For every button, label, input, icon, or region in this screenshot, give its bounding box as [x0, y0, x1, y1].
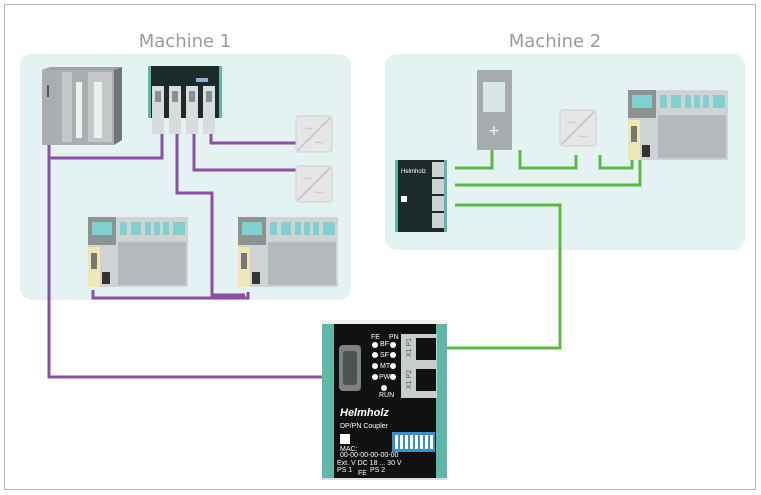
- io-station-icon: [628, 90, 728, 160]
- coupler-model: DP/PN Coupler: [340, 423, 389, 430]
- profinet-switch-icon: Helmholz: [395, 160, 447, 232]
- profibus-repeater-icon: [148, 66, 222, 134]
- port-x1p1[interactable]: X1 P1: [406, 338, 413, 357]
- profibus-cables: [47, 133, 337, 379]
- svg-text:+: +: [488, 123, 500, 139]
- port-x1p2[interactable]: X1 P2: [406, 370, 413, 389]
- mac-value: 00-00-00-00-00-00: [340, 452, 398, 459]
- led-run: RUN: [379, 392, 394, 399]
- led-mt: MT: [380, 363, 391, 370]
- led-sf: SF: [380, 352, 389, 359]
- plc-cpu-icon: [42, 67, 122, 145]
- led-header-pn: PN: [389, 334, 399, 341]
- mac-label: MAC:: [340, 446, 358, 453]
- terminal-ps2: PS 2: [370, 467, 385, 474]
- profinet-cables: [437, 150, 642, 350]
- machine-1-title: Machine 1: [139, 31, 232, 52]
- drive-icon: [559, 109, 597, 147]
- plc-cpu-1500-icon: +: [477, 70, 512, 150]
- drive-icon: [295, 115, 333, 153]
- switch-brand: Helmholz: [401, 169, 426, 175]
- led-pwr: PWR: [379, 374, 395, 381]
- io-station-icon: [88, 217, 188, 287]
- address-dip-switch[interactable]: [392, 432, 435, 452]
- machine-2-title: Machine 2: [509, 31, 602, 52]
- dp-pn-coupler-icon: FE PN SF BF MT PWR RUN X1 P1 X1 P2 Helmh…: [322, 320, 447, 478]
- terminal-fe: FE: [358, 470, 367, 477]
- power-label: Ext. V DC 18 ... 30 V: [337, 460, 402, 467]
- coupler-brand: Helmholz: [340, 407, 389, 419]
- led-header-fe: FE: [371, 334, 380, 341]
- drive-icon: [295, 165, 333, 203]
- led-bf: BF: [380, 341, 389, 348]
- io-station-icon: [238, 217, 338, 287]
- terminal-ps1: PS 1: [337, 467, 352, 474]
